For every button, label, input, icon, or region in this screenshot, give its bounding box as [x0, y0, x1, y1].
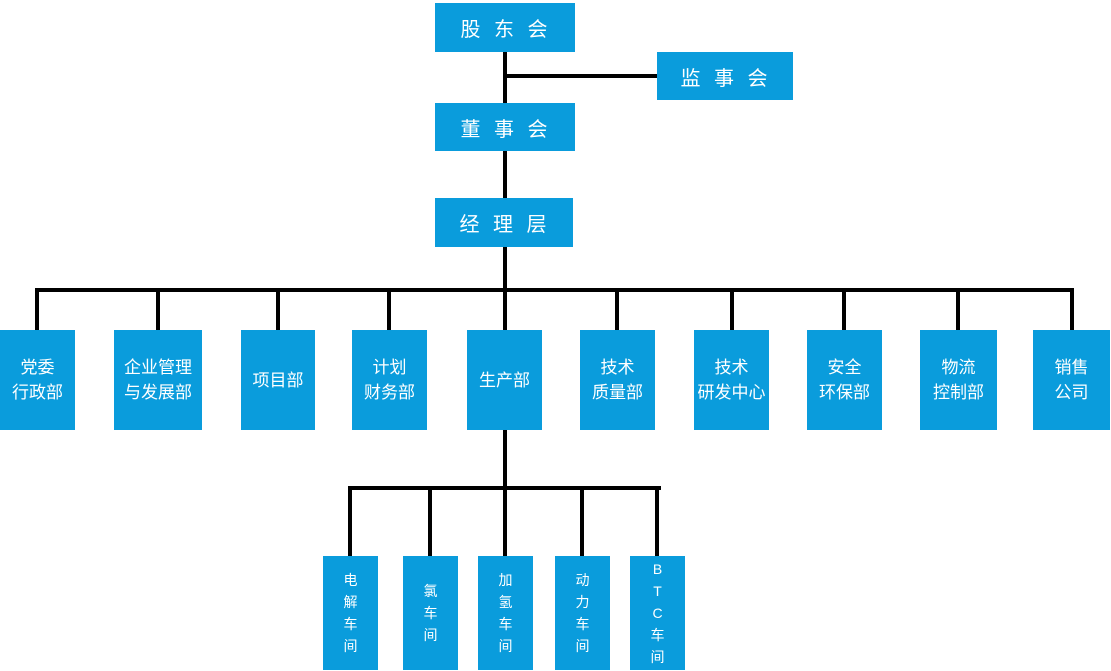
dept-label-line: 党委 [20, 358, 55, 377]
shop-label-char: 车 [423, 605, 438, 621]
shop-label-char: 车 [650, 627, 665, 643]
shop-label-char: 间 [650, 649, 665, 665]
org-box-board: 董 事 会 [435, 103, 575, 151]
shop-label-char: B [652, 561, 663, 577]
org-box-label: 监 事 会 [680, 67, 770, 90]
connector-line [503, 288, 507, 330]
org-box-label: 股 东 会 [460, 19, 550, 41]
shop-label-char: 解 [343, 594, 358, 610]
connector-line [387, 288, 391, 330]
dept-box-planning-finance: 计划 财务部 [352, 330, 427, 430]
dept-box-tech-rnd-center: 技术 研发中心 [694, 330, 769, 430]
shop-box-hydrogenation: 加 氢 车 间 [478, 556, 533, 670]
connector-line [156, 288, 160, 330]
dept-label-line: 财务部 [364, 383, 415, 402]
shop-label-char: 氢 [498, 594, 513, 610]
shop-label-char: 车 [343, 616, 358, 632]
connector-line [615, 288, 619, 330]
dept-box-party-admin: 党委 行政部 [0, 330, 75, 430]
dept-box-logistics-control: 物流 控制部 [920, 330, 997, 430]
shop-box-chlorine: 氯 车 间 [403, 556, 458, 670]
dept-label-line: 项目部 [252, 370, 304, 390]
shop-box-btc: B T C 车 间 [630, 556, 685, 670]
dept-label-line: 控制部 [933, 383, 984, 402]
dept-label-line: 销售 [1054, 358, 1089, 377]
dept-label-line: 计划 [372, 358, 407, 377]
connector-line [1070, 288, 1074, 330]
shop-label-char: C [652, 605, 663, 621]
org-box-management: 经 理 层 [435, 198, 573, 247]
connector-line [503, 151, 507, 200]
dept-box-tech-quality: 技术 质量部 [580, 330, 655, 430]
dept-label-line: 安全 [827, 358, 862, 377]
shop-label-char: 车 [498, 616, 513, 632]
dept-box-production: 生产部 [467, 330, 542, 430]
connector-line [35, 288, 39, 330]
dept-label-line: 技术 [714, 358, 749, 377]
connector-line [655, 486, 659, 556]
dept-box-safety-env: 安全 环保部 [807, 330, 882, 430]
org-box-shareholders: 股 东 会 [435, 3, 575, 52]
dept-label-line: 研发中心 [697, 383, 766, 402]
shop-label-char: 力 [575, 594, 590, 610]
connector-line [348, 486, 352, 556]
shop-label-char: T [653, 583, 662, 599]
connector-line [503, 486, 507, 556]
connector-line [730, 288, 734, 330]
dept-label-line: 企业管理 [124, 358, 192, 377]
shop-label-char: 车 [575, 616, 590, 632]
shop-label-char: 间 [498, 638, 513, 654]
connector-line [503, 430, 507, 488]
dept-label-line: 物流 [941, 358, 976, 377]
connector-line [276, 288, 280, 330]
dept-label-line: 环保部 [819, 383, 870, 402]
connector-line [505, 74, 657, 78]
shop-box-electrolysis: 电 解 车 间 [323, 556, 378, 670]
dept-box-project: 项目部 [241, 330, 315, 430]
dept-label-line: 与发展部 [124, 383, 192, 402]
connector-line [503, 52, 507, 105]
dept-box-sales-company: 销售 公司 [1033, 330, 1110, 430]
dept-label-line: 行政部 [12, 383, 63, 402]
dept-box-enterprise-mgmt: 企业管理 与发展部 [114, 330, 202, 430]
shop-label-char: 动 [575, 572, 590, 588]
org-box-label: 董 事 会 [460, 118, 550, 141]
connector-line [956, 288, 960, 330]
connector-line [428, 486, 432, 556]
connector-line [842, 288, 846, 330]
org-box-supervisory: 监 事 会 [657, 52, 793, 100]
shop-label-char: 加 [498, 572, 513, 588]
connector-line [580, 486, 584, 556]
shop-box-power: 动 力 车 间 [555, 556, 610, 670]
shop-label-char: 间 [575, 638, 590, 654]
dept-label-line: 技术 [600, 358, 635, 377]
dept-label-line: 公司 [1054, 383, 1089, 402]
org-box-label: 经 理 层 [459, 214, 549, 236]
connector-line [503, 247, 507, 292]
shop-label-char: 电 [343, 572, 358, 588]
shop-label-char: 间 [423, 627, 438, 643]
dept-label-line: 生产部 [479, 370, 530, 390]
shop-label-char: 间 [343, 638, 358, 654]
connector-line [35, 288, 1074, 292]
shop-label-char: 氯 [423, 583, 438, 599]
dept-label-line: 质量部 [592, 383, 643, 402]
